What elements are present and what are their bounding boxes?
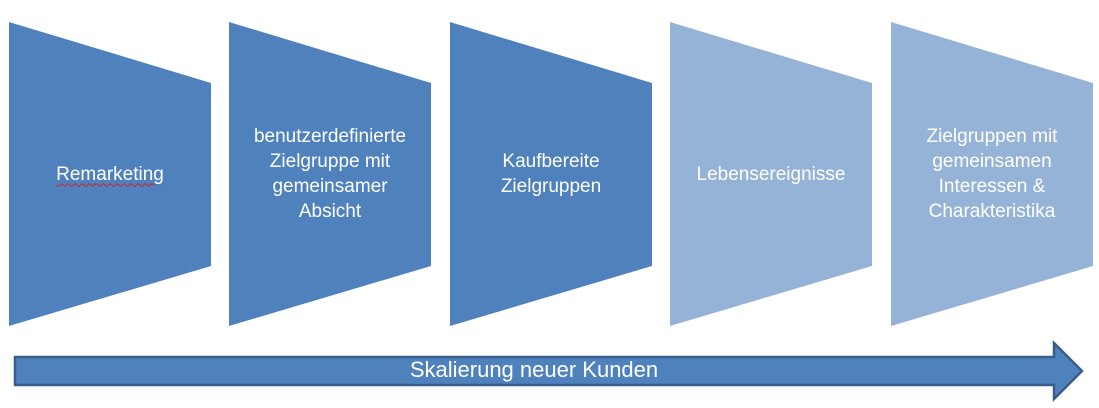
- stage-label-custom-intent: benutzerdefinierte Zielgruppe mit gemein…: [253, 126, 407, 222]
- stage-text: Remarketing: [56, 163, 164, 185]
- stage-label-remarketing: Remarketing: [9, 22, 211, 326]
- stage-label-affinity: Zielgruppen mit gemeinsamen Interessen &…: [926, 126, 1058, 222]
- stage-label-life-events: Lebensereignisse: [696, 163, 846, 185]
- stage-shape-4: [670, 22, 872, 326]
- stage-label-in-market: Kaufbereite Zielgruppen: [500, 151, 602, 197]
- arrow-label: Skalierung neuer Kunden: [409, 357, 659, 382]
- scale-arrow-icon: [13, 339, 1084, 403]
- stage-shape-1: [9, 22, 211, 326]
- stage-shape-5: [891, 22, 1093, 326]
- stage-shape-2: [229, 22, 431, 326]
- stage-shape-3: [450, 22, 652, 326]
